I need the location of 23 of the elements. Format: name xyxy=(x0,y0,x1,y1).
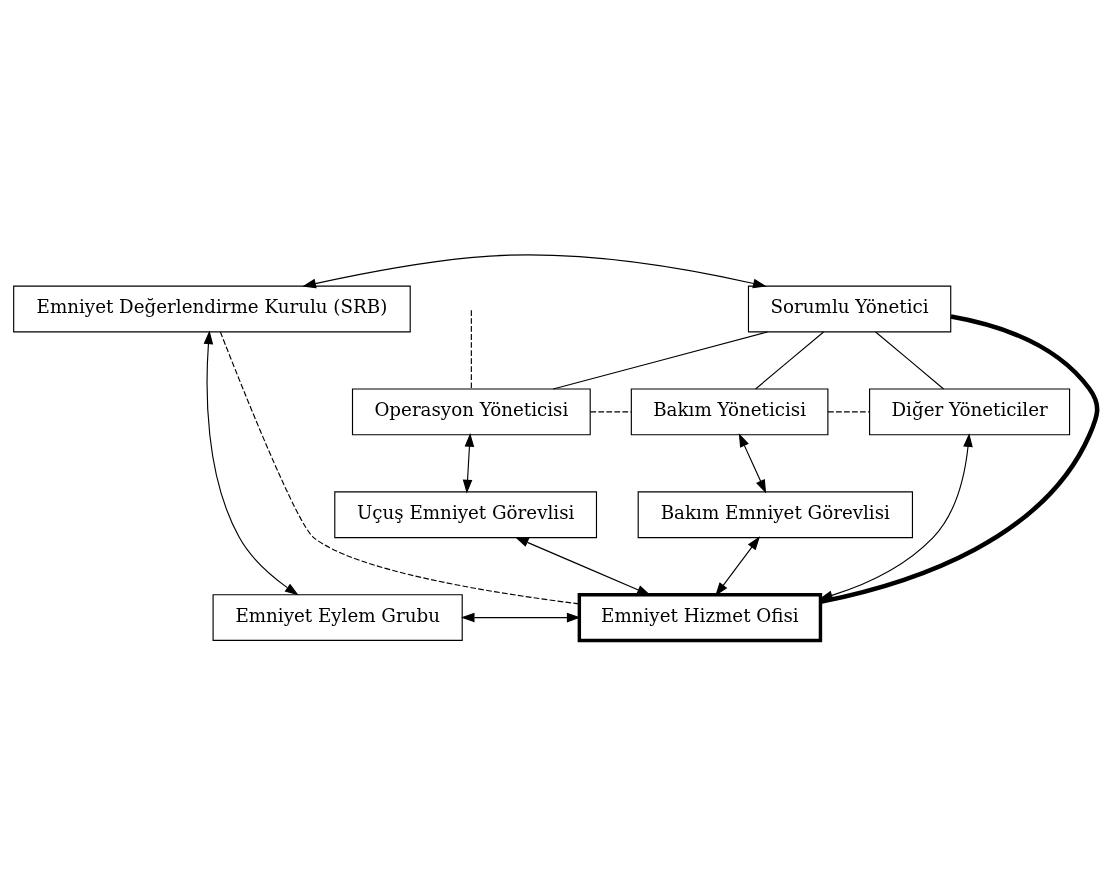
node-box: Sorumlu Yönetici xyxy=(747,285,952,333)
node-box: Bakım Emniyet Görevlisi xyxy=(637,491,914,539)
arrow xyxy=(738,433,767,494)
node-box: Emniyet Değerlendirme Kurulu (SRB) xyxy=(13,285,411,333)
node-box: Emniyet Eylem Grubu xyxy=(212,594,463,641)
connector xyxy=(589,411,632,413)
node-box: Operasyon Yöneticisi xyxy=(351,388,591,436)
node-box: Emniyet Hizmet Ofisi xyxy=(577,593,823,643)
arrow xyxy=(203,330,299,596)
connector xyxy=(827,411,871,413)
connector xyxy=(219,331,580,605)
arrow xyxy=(514,537,651,596)
arrow xyxy=(460,612,581,623)
node-box: Diğer Yöneticiler xyxy=(869,388,1071,436)
arrow xyxy=(462,433,475,494)
node-box: Uçuş Emniyet Görevlisi xyxy=(334,491,598,539)
connector xyxy=(820,314,1100,605)
node-box: Bakım Yöneticisi xyxy=(630,388,829,436)
connector xyxy=(552,331,769,390)
connector xyxy=(875,331,945,390)
connector xyxy=(470,309,472,390)
connector xyxy=(755,331,825,390)
arrow xyxy=(302,254,767,289)
